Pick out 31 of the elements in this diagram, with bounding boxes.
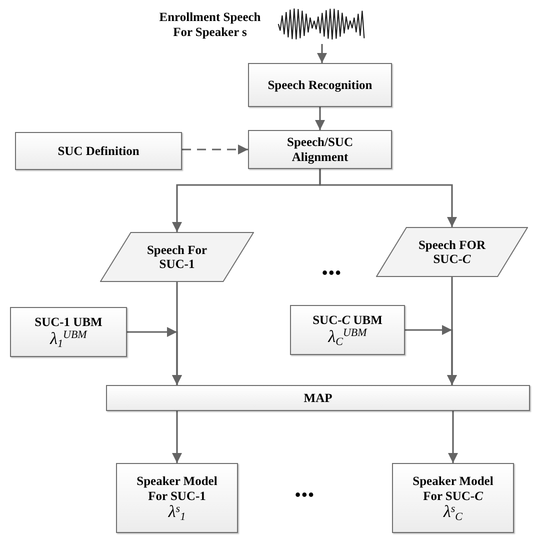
- ellipsis-mark: •••: [295, 486, 315, 506]
- node-label: SUC-1 UBM: [34, 315, 102, 330]
- arrow: [127, 327, 182, 385]
- node-label: Speaker Model For SUC-C: [412, 474, 494, 504]
- node-label: SUC-C UBM: [312, 313, 382, 328]
- process-box: [248, 130, 392, 169]
- data-parallelogram: [376, 227, 528, 277]
- arrow: [182, 144, 248, 154]
- process-box: [15, 132, 182, 170]
- process-box: [392, 463, 514, 533]
- node-label: Speech/SUC Alignment: [286, 135, 354, 164]
- node-label: MAP: [304, 390, 332, 406]
- process-box: [116, 463, 238, 533]
- arrow: [448, 411, 458, 463]
- process-box: [10, 307, 127, 357]
- data-parallelogram: [100, 232, 254, 282]
- node-label: Speech For SUC-1: [146, 242, 208, 272]
- arrow: [172, 411, 182, 463]
- node-label: Speech Recognition: [268, 78, 372, 92]
- process-box: [106, 385, 530, 411]
- caption-text: Enrollment Speech For Speaker s: [158, 10, 262, 40]
- arrow: [405, 325, 457, 385]
- node-label: Speech FOR SUC-C: [417, 238, 487, 266]
- process-box: [248, 63, 392, 107]
- node-label: Speaker Model For SUC-1: [136, 474, 218, 504]
- arrow: [319, 169, 457, 227]
- arrow: [315, 107, 325, 130]
- process-box: [290, 305, 405, 355]
- arrow: [317, 44, 327, 63]
- node-label: SUC Definition: [58, 144, 140, 158]
- ellipsis-mark: •••: [322, 264, 342, 284]
